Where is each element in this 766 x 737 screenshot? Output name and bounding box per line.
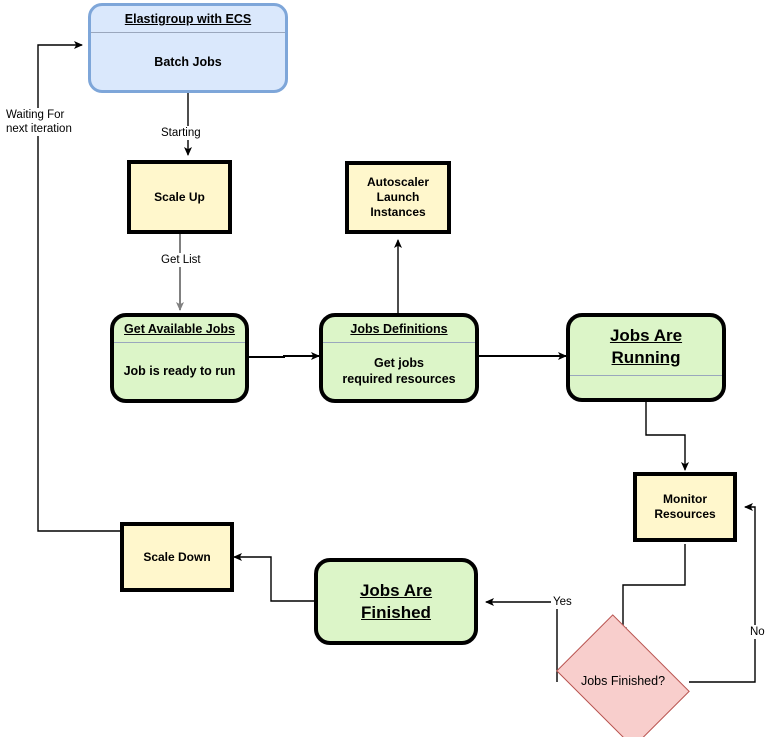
waiting-label-line-2: next iteration xyxy=(6,123,72,135)
jobs-are-running-title: Jobs Are Running xyxy=(610,317,682,369)
jobs-are-finished-title-line-2: Finished xyxy=(361,602,431,622)
monitor-resources-line-2: Resources xyxy=(654,507,716,521)
edge-label-get-list: Get List xyxy=(159,253,203,267)
edge-jobs-are-finished-to-scale-down xyxy=(233,553,314,602)
node-jobs-definitions[interactable]: Jobs Definitions Get jobs required resou… xyxy=(319,313,479,403)
jobs-definitions-body: Get jobs required resources xyxy=(323,343,475,399)
node-jobs-are-finished[interactable]: Jobs Are Finished xyxy=(314,558,478,645)
jobs-are-running-body xyxy=(570,376,722,398)
jobs-are-finished-title-line-1: Jobs Are xyxy=(359,580,433,600)
autoscaler-line-2: Launch xyxy=(376,190,420,204)
autoscaler-line-1: Autoscaler xyxy=(366,175,430,189)
scale-up-label: Scale Up xyxy=(154,189,205,204)
get-available-jobs-divider xyxy=(114,342,245,343)
node-scale-down[interactable]: Scale Down xyxy=(120,522,234,592)
jobs-definitions-divider xyxy=(323,342,475,343)
node-elastigroup-with-ecs[interactable]: Elastigroup with ECS Batch Jobs xyxy=(88,3,288,93)
node-jobs-are-running[interactable]: Jobs Are Running xyxy=(566,313,726,402)
node-autoscaler-launch-instances[interactable]: Autoscaler Launch Instances xyxy=(345,161,451,234)
jobs-are-finished-title: Jobs Are Finished xyxy=(360,580,432,624)
get-available-jobs-title: Get Available Jobs xyxy=(124,322,235,336)
elastigroup-divider xyxy=(91,32,285,33)
get-available-jobs-body: Job is ready to run xyxy=(123,364,236,378)
jobs-definitions-body-line-1: Get jobs xyxy=(373,356,424,370)
edge-label-waiting-for-next-iteration: Waiting For next iteration xyxy=(4,108,92,136)
edge-label-starting: Starting xyxy=(159,126,203,140)
jobs-definitions-body-line-2: required resources xyxy=(342,372,456,386)
jobs-are-running-title-line-2: Running xyxy=(611,348,681,367)
waiting-label-line-1: Waiting For xyxy=(6,109,65,121)
autoscaler-label: Autoscaler Launch Instances xyxy=(349,165,447,230)
elastigroup-body: Batch Jobs xyxy=(154,54,222,69)
jobs-finished-decision-label: Jobs Finished? xyxy=(580,673,666,688)
autoscaler-line-3: Instances xyxy=(370,205,426,219)
node-get-available-jobs[interactable]: Get Available Jobs Job is ready to run xyxy=(110,313,249,403)
edge-label-yes: Yes xyxy=(551,595,574,609)
jobs-are-running-title-line-1: Jobs Are xyxy=(609,326,683,345)
monitor-resources-label: Monitor Resources xyxy=(637,476,733,538)
edge-jobs-are-running-to-monitor-resources xyxy=(645,402,689,471)
scale-down-label: Scale Down xyxy=(143,549,211,564)
jobs-definitions-title: Jobs Definitions xyxy=(350,322,448,336)
monitor-resources-line-1: Monitor xyxy=(663,492,707,506)
elastigroup-title: Elastigroup with ECS xyxy=(124,12,252,26)
node-monitor-resources[interactable]: Monitor Resources xyxy=(633,472,737,542)
edge-get-available-jobs-to-jobs-definitions xyxy=(249,352,320,360)
jobs-are-running-divider xyxy=(570,375,722,376)
edge-label-no: No xyxy=(748,625,766,639)
node-scale-up[interactable]: Scale Up xyxy=(127,160,232,234)
node-jobs-finished-decision[interactable]: Jobs Finished? xyxy=(546,613,700,737)
edge-monitor-resources-to-decision xyxy=(619,544,686,636)
